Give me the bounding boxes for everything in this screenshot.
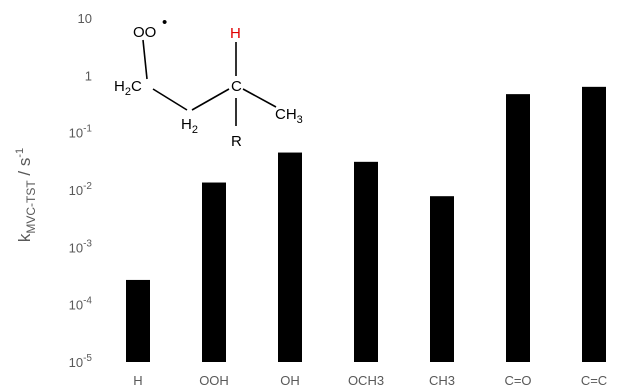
bars (126, 86, 606, 363)
y-tick-label: 10-5 (69, 353, 93, 370)
peroxy-group: OO (133, 24, 156, 41)
bar (126, 279, 150, 362)
ch3-group: CH3 (275, 106, 303, 126)
bond-c2-c3 (191, 88, 230, 111)
y-tick-label: 1 (85, 68, 92, 83)
x-axis-labels: H OOH OH OCH3 CH3 C=O C=C (133, 373, 607, 388)
y-tick-label: 10 (78, 11, 92, 26)
x-tick-label: C=O (504, 373, 531, 388)
x-tick-label: H (133, 373, 142, 388)
bar (354, 161, 378, 362)
y-axis-title: kMVC-TST / s-1 (14, 148, 38, 242)
bar (278, 152, 302, 362)
y-tick-label: 10-4 (69, 296, 93, 313)
x-tick-label: C=C (581, 373, 607, 388)
bar (430, 196, 454, 362)
y-axis-ticks: 10 1 10-1 10-2 10-3 10-4 10-5 (69, 11, 93, 370)
y-tick-label: 10-1 (69, 124, 93, 141)
bond-c1-c2 (152, 88, 188, 111)
bond-o-c1 (142, 39, 148, 80)
bar (582, 86, 606, 363)
h2c-group: H2C (114, 78, 142, 98)
x-tick-label: OOH (199, 373, 229, 388)
ch2-group: H2 (181, 116, 198, 136)
x-tick-label: OH (280, 373, 300, 388)
r-substituent: R (231, 133, 242, 150)
bar (506, 94, 530, 362)
x-tick-label: OCH3 (348, 373, 384, 388)
abstracted-hydrogen: H (230, 25, 241, 42)
radical-dot: • (162, 14, 167, 31)
center-carbon: C (231, 78, 242, 95)
y-tick-label: 10-2 (69, 181, 93, 198)
bond-c3-ch3 (242, 88, 277, 108)
bar (202, 182, 226, 362)
x-tick-label: CH3 (429, 373, 455, 388)
molecule-structure: OO • H H2C C H2 CH3 R (114, 14, 303, 150)
y-tick-label: 10-3 (69, 238, 93, 255)
